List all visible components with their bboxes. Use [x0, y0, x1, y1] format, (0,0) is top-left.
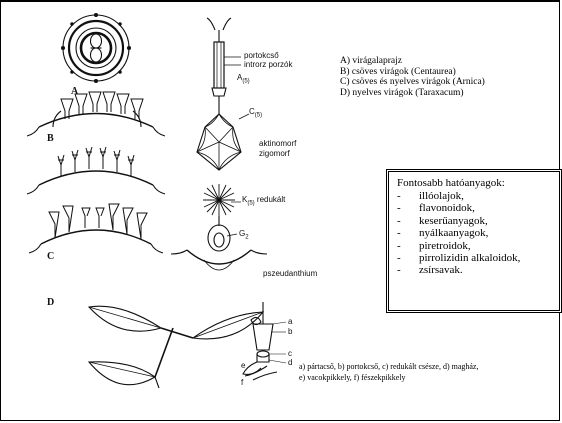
label-introrz-porzok: introrz porzók: [244, 61, 292, 69]
floral-diagram-a: [62, 14, 131, 83]
mixed-florets-c: [29, 204, 163, 253]
label-b: b: [288, 328, 292, 336]
substance-item: -flavonoidok,: [397, 202, 553, 214]
legend-item-d: D) nyelves virágok (Taraxacum): [340, 88, 485, 99]
legend-list: A) virágalaprajz B) csöves virágok (Cent…: [340, 56, 485, 98]
legend-item-b: B) csöves virágok (Centaurea): [340, 67, 485, 78]
substance-item: -illóolajok,: [397, 190, 553, 202]
label-aktinomorf: aktinomorf: [259, 140, 296, 148]
label-zigomorf: zigomorf: [259, 150, 290, 158]
ligulate-florets-d: [89, 306, 263, 388]
panel-letter-b: B: [47, 134, 54, 144]
floret-parts-caption: a) pártacső, b) portokcső, c) redukált c…: [299, 362, 479, 383]
panel-letter-d: D: [47, 298, 54, 308]
label-e: e: [241, 362, 245, 370]
label-k5-redukalt: K(5) redukált: [242, 196, 285, 207]
label-pszeudanthium: pszeudanthium: [263, 270, 317, 278]
substance-item: -keserűanyagok,: [397, 215, 553, 227]
active-substances-list: -illóolajok, -flavonoidok, -keserűanyago…: [397, 190, 553, 277]
panel-letter-c: C: [47, 252, 54, 262]
active-substances-box: Fontosabb hatóanyagok: -illóolajok, -fla…: [386, 169, 562, 313]
panel-letter-a: A: [71, 87, 78, 97]
label-a5: A(5): [237, 74, 250, 85]
substance-item: -piretroidok,: [397, 240, 553, 252]
active-substances-title: Fontosabb hatóanyagok:: [397, 177, 553, 189]
tubular-florets-b: [27, 92, 165, 136]
substance-item: -zsírsavak.: [397, 264, 553, 276]
label-portokcso: portokcső: [244, 52, 279, 60]
substance-item: -pirrolizidin alkaloidok,: [397, 252, 553, 264]
label-a: a: [288, 318, 292, 326]
legend-item-c: C) csöves és nyelves virágok (Arnica): [340, 77, 485, 88]
tubular-florets-b2: [27, 147, 165, 194]
label-g2: G2: [239, 230, 249, 241]
label-c: c: [288, 350, 292, 358]
legend-item-a: A) virágalaprajz: [340, 56, 485, 67]
label-f: f: [241, 379, 243, 387]
label-d: d: [288, 359, 292, 367]
label-c5: C(5): [249, 108, 262, 119]
substance-item: -nyálkaanyagok,: [397, 227, 553, 239]
